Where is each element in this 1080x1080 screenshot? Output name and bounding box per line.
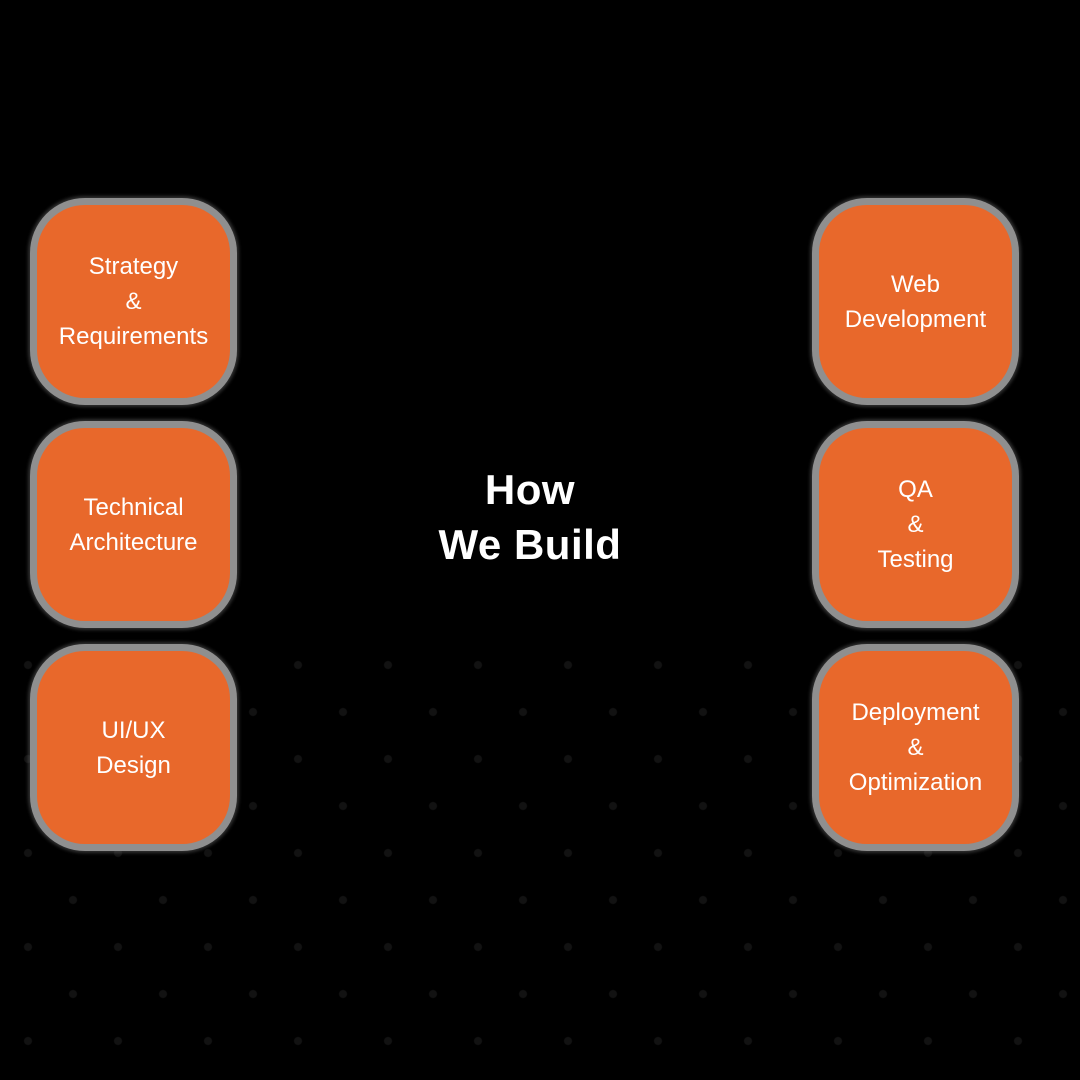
box-label-line: UI/UX <box>101 716 166 744</box>
box-deployment-optimization: Deployment & Optimization <box>819 651 1012 844</box>
box-label-line: QA <box>898 476 933 503</box>
box-label-line: & <box>907 734 924 761</box>
title-line-1: How <box>484 466 576 513</box>
box-label-line: Requirements <box>58 323 209 350</box>
box-strategy-requirements: Strategy & Requirements <box>37 205 230 398</box>
box-technical-architecture: Technical Architecture <box>37 428 230 621</box>
box-label-line: & <box>907 511 924 538</box>
box-label-line: Development <box>844 305 987 333</box>
box-web-development: Web Development <box>819 205 1012 398</box>
box-label-line: Design <box>96 751 171 779</box>
box-label-line: Optimization <box>848 769 983 796</box>
box-label-line: Deployment <box>851 699 980 726</box>
box-ui-ux-design: UI/UX Design <box>37 651 230 844</box>
box-label-line: & <box>125 288 142 315</box>
diagram-title: How We Build <box>370 462 690 572</box>
box-qa-testing: QA & Testing <box>819 428 1012 621</box>
box-label-line: Testing <box>877 546 954 573</box>
box-label-line: Strategy <box>88 253 179 280</box>
box-label-line: Web <box>891 270 940 298</box>
box-label-line: Technical <box>83 493 184 521</box>
title-line-2: We Build <box>438 521 622 568</box>
box-label-line: Architecture <box>69 528 198 556</box>
